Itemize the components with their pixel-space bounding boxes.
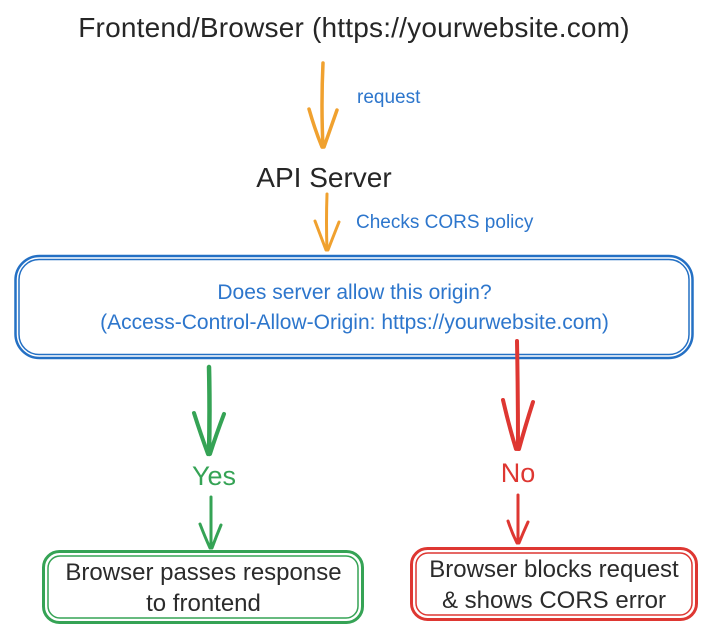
decision-line2: (Access-Control-Allow-Origin: https://yo… (100, 310, 609, 334)
decision-line1: Does server allow this origin? (217, 280, 492, 304)
no-result-text: Browser blocks request & shows CORS erro… (410, 547, 698, 622)
decision-box-text: Does server allow this origin? (Access-C… (15, 255, 694, 360)
api-server-label: API Server (256, 162, 392, 193)
no-result-arrow (506, 493, 530, 545)
request-arrow (307, 61, 339, 149)
yes-result-line2: to frontend (146, 589, 261, 617)
yes-result-line1: Browser passes response (65, 558, 342, 586)
checks-cors-policy-label: Checks CORS policy (356, 212, 534, 233)
request-label: request (357, 87, 421, 108)
no-result-line2: & shows CORS error (441, 586, 667, 614)
no-result-box (410, 547, 698, 621)
yes-result-box (42, 550, 364, 624)
frontend-browser-title: Frontend/Browser (https://yourwebsite.co… (78, 12, 630, 43)
yes-result-text: Browser passes response to frontend (42, 550, 365, 625)
yes-branch-arrow (192, 364, 226, 457)
yes-result-arrow (198, 495, 223, 550)
cors-check-arrow (313, 192, 341, 252)
decision-box (14, 254, 694, 360)
no-branch-arrow (501, 339, 535, 451)
yes-label: Yes (191, 461, 237, 491)
no-result-line1: Browser blocks request (429, 555, 679, 583)
no-label: No (500, 458, 536, 488)
